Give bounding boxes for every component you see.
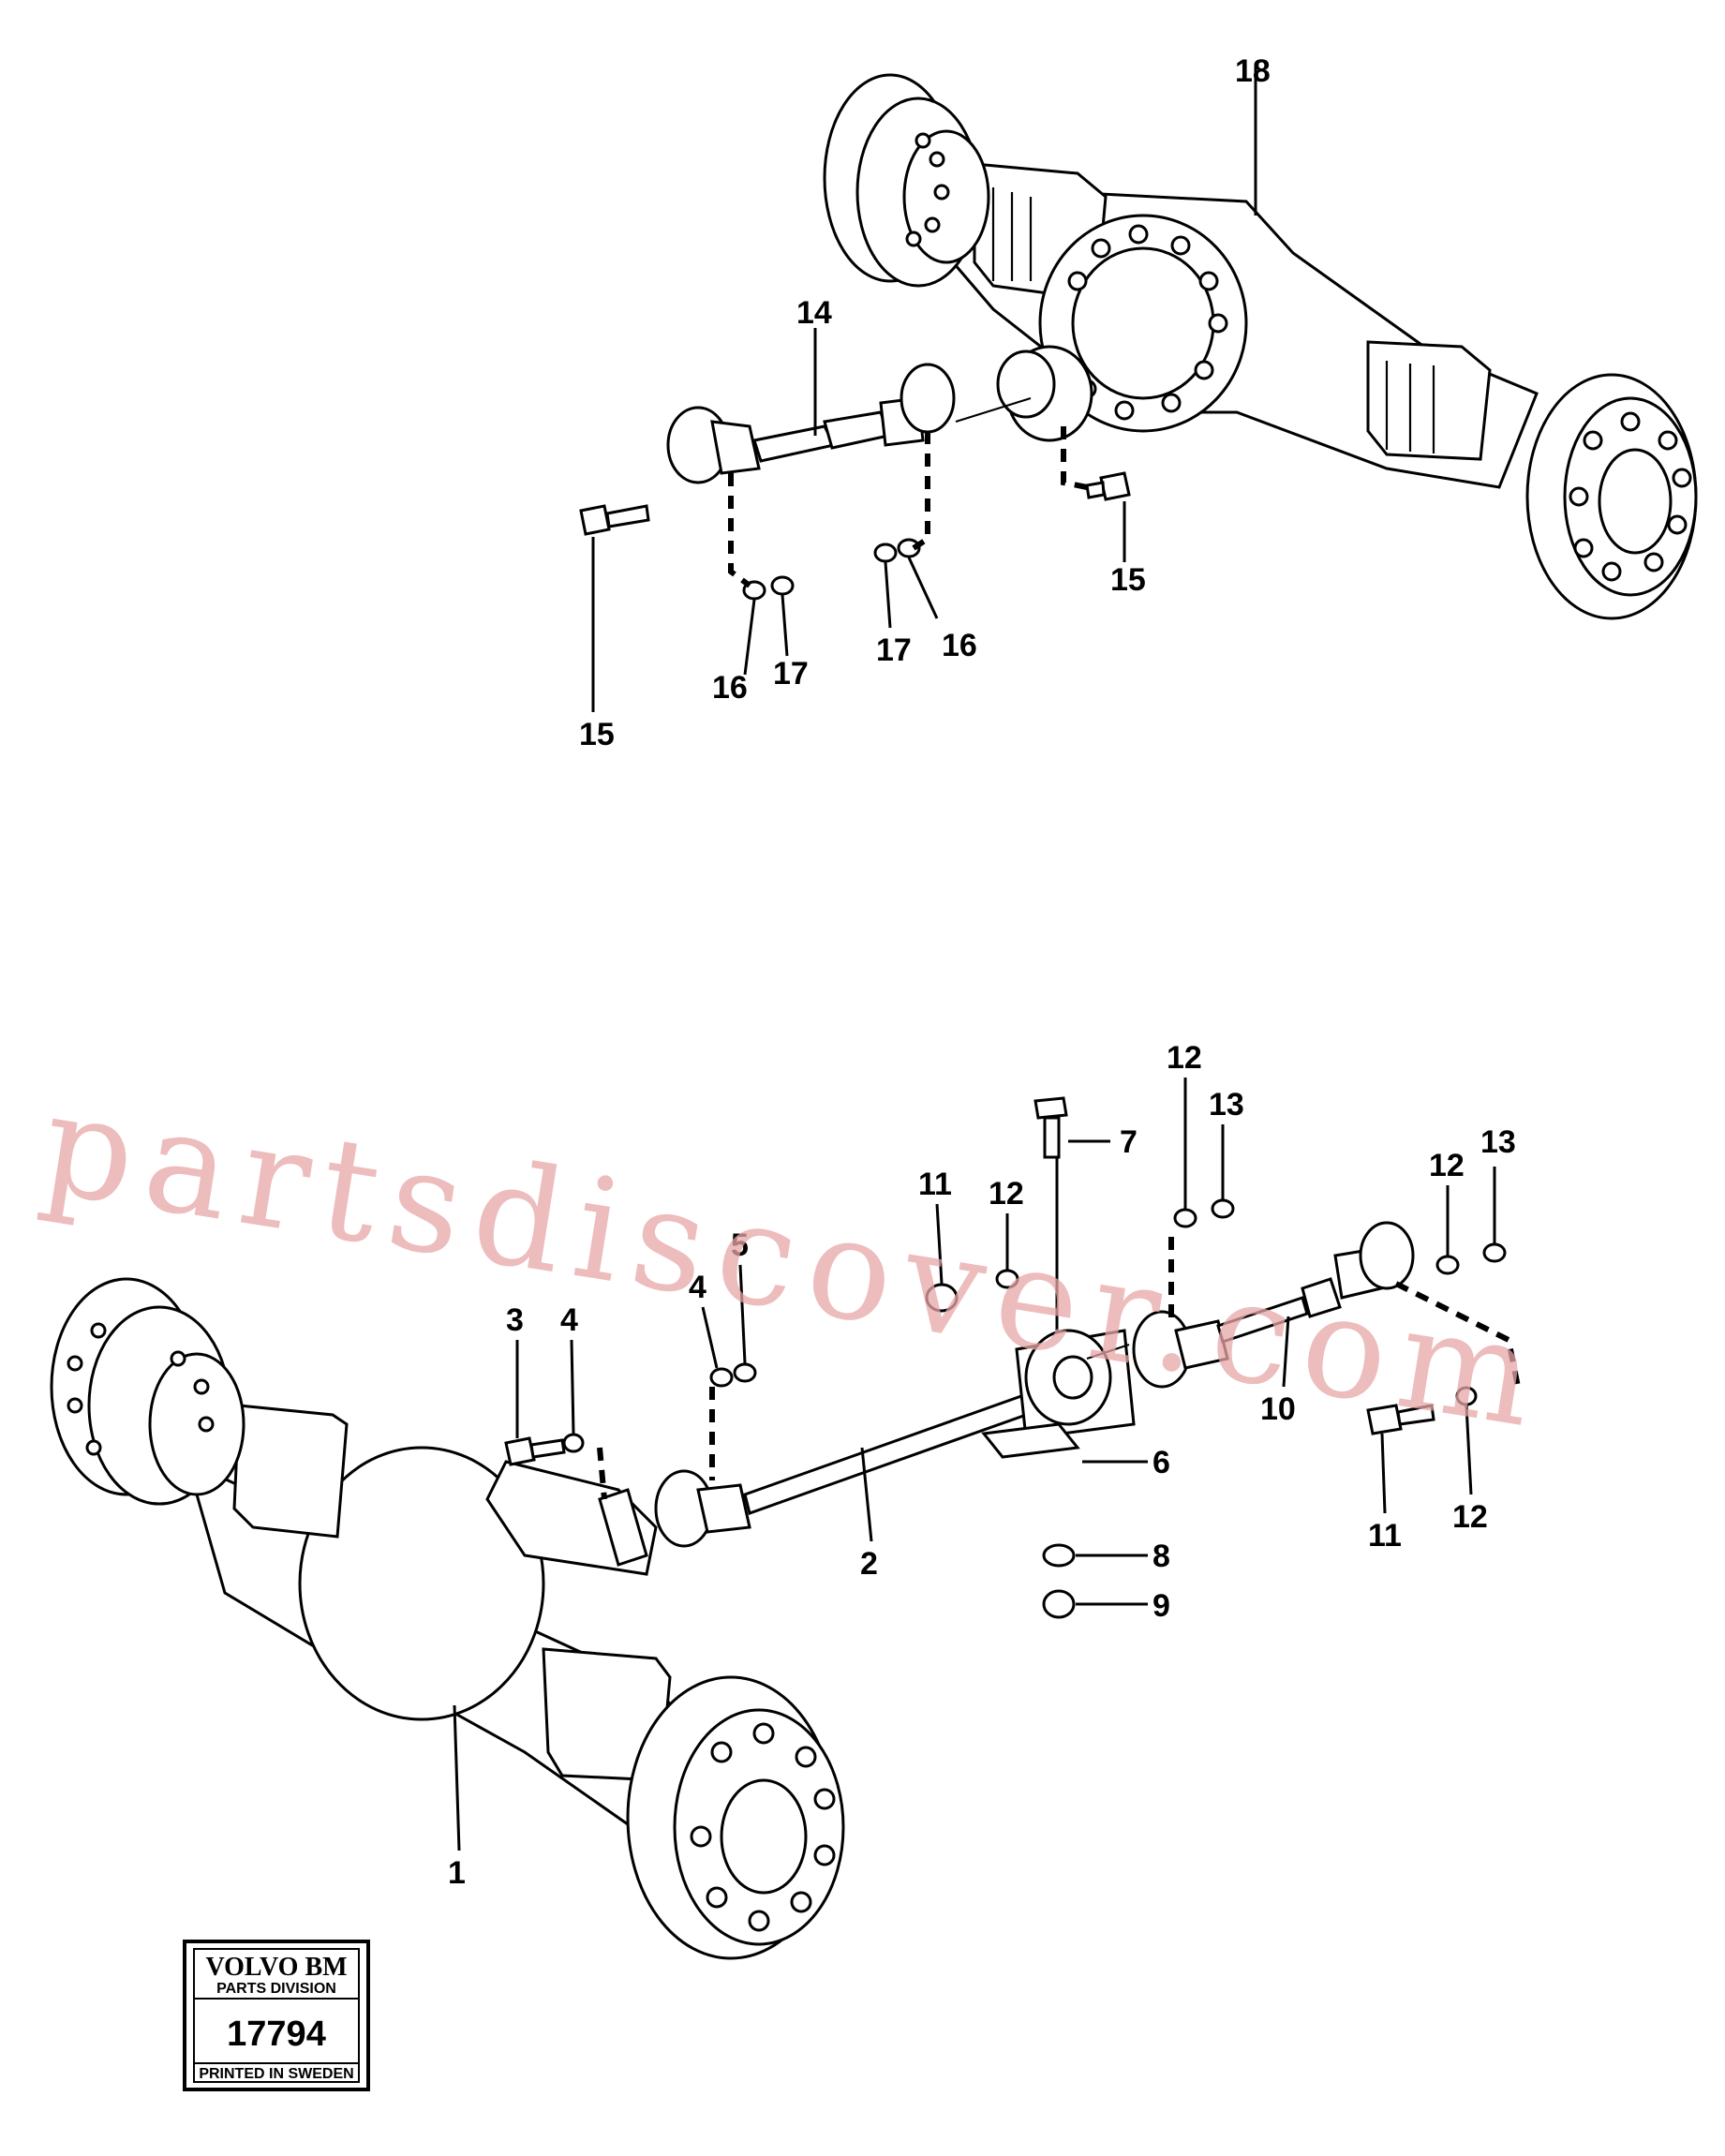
front-axle-housing [50,1277,845,1960]
callout-8: 8 [1152,1539,1170,1574]
callout-17b: 17 [876,632,912,668]
rear-propeller-shaft [1086,1221,1415,1389]
callout-12a: 12 [1167,1040,1202,1076]
upper-fasteners [579,426,1131,601]
callout-11a: 11 [918,1167,952,1202]
callout-13a: 13 [1209,1087,1244,1123]
callout-18: 18 [1235,53,1271,89]
callout-9: 9 [1152,1588,1170,1624]
lower-leader-lines [453,1078,1496,1851]
callout-1: 1 [448,1855,466,1891]
callout-4b: 4 [689,1270,706,1305]
callout-12c: 12 [1429,1148,1465,1183]
callout-14: 14 [796,295,832,331]
rear-axle-housing [823,73,1698,620]
callout-17a: 17 [773,656,809,691]
lower-fasteners [504,1096,1521,1619]
front-propeller-shaft [654,1329,1136,1548]
callout-16b: 16 [942,628,977,663]
callout-16a: 16 [712,670,748,706]
watermark-text: partsdiscover.com [32,1063,1557,1461]
callout-12b: 12 [989,1176,1024,1212]
callout-5: 5 [731,1227,749,1263]
callout-15a: 15 [1110,562,1146,598]
lower-axle-assembly: 12 13 7 11 12 12 13 3 4 4 5 10 6 2 11 12… [50,1040,1521,1960]
callout-12d: 12 [1452,1499,1488,1535]
callout-13b: 13 [1480,1124,1516,1160]
badge-division: PARTS DIVISION [216,1981,336,1997]
callout-3: 3 [506,1302,524,1338]
badge-number: 17794 [227,2015,326,2054]
callout-6: 6 [1152,1445,1170,1480]
upper-axle-assembly: 18 14 15 15 16 17 17 16 [579,53,1698,752]
volvo-bm-badge: VOLVO BM PARTS DIVISION 17794 PRINTED IN… [183,1940,370,2091]
badge-brand: VOLVO BM [205,1953,347,1982]
upper-propeller-shaft [666,363,1032,484]
badge-printed: PRINTED IN SWEDEN [199,2066,353,2082]
callout-2: 2 [860,1546,878,1582]
callout-11b: 11 [1368,1518,1402,1554]
callout-7: 7 [1120,1124,1138,1160]
callout-10: 10 [1260,1391,1296,1427]
callout-15b: 15 [579,717,615,752]
callout-4a: 4 [560,1302,578,1338]
upper-leader-lines [591,66,1257,712]
